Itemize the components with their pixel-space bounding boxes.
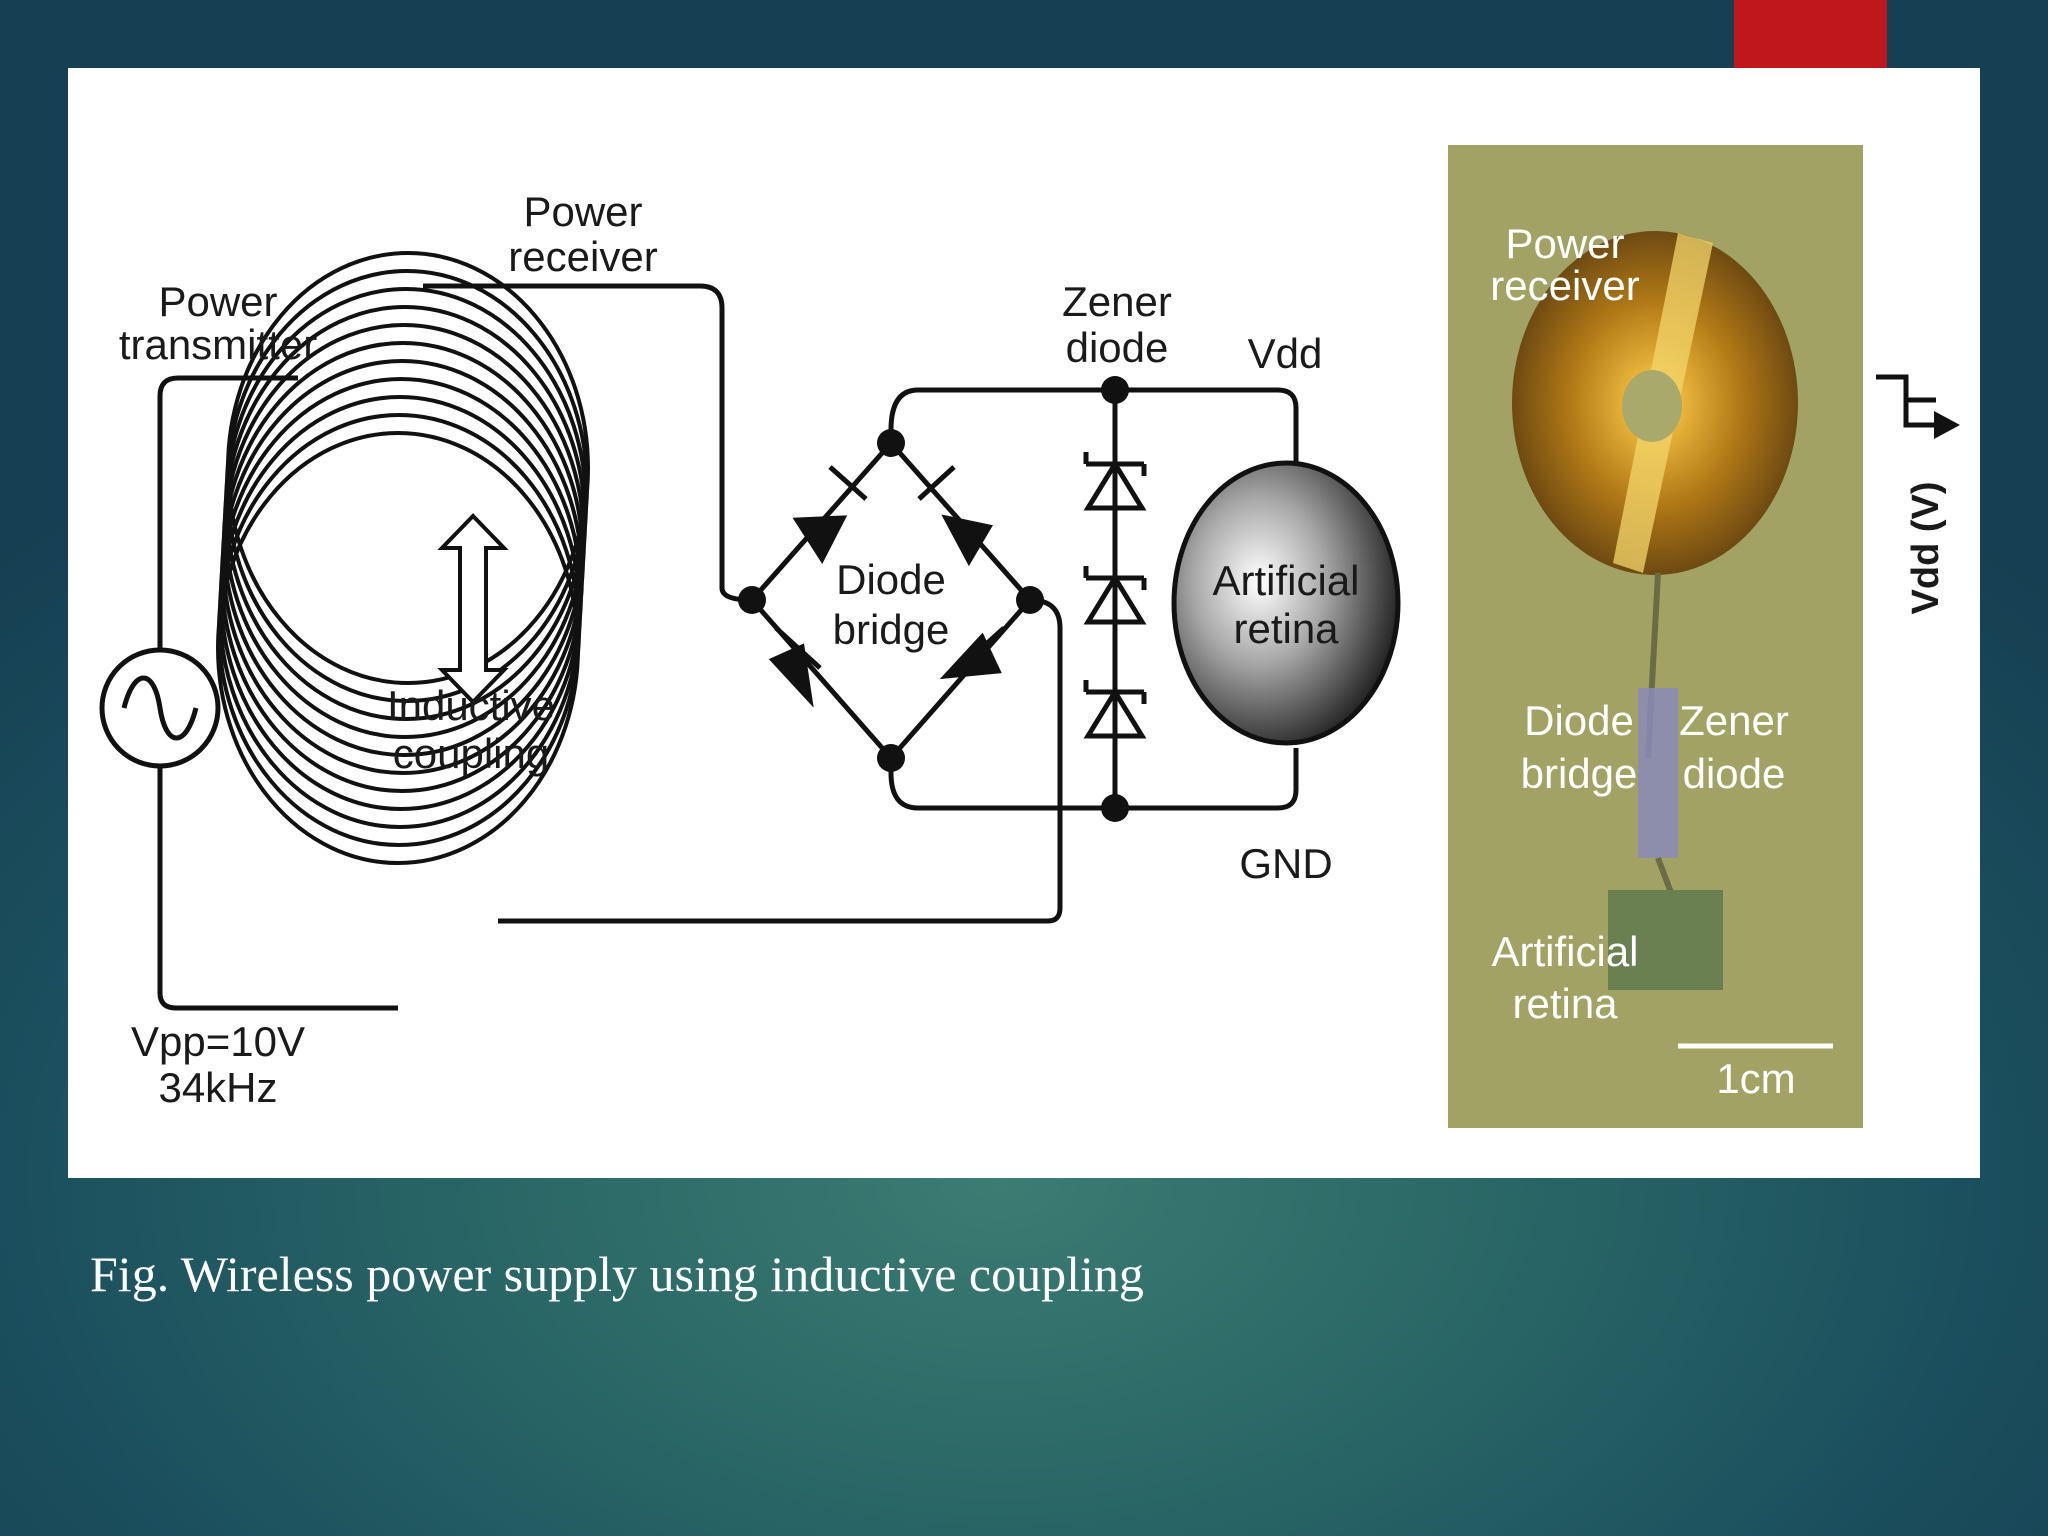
svg-text:bridge: bridge xyxy=(833,606,950,653)
svg-text:Power: Power xyxy=(1505,220,1624,267)
svg-text:Inductive: Inductive xyxy=(387,682,555,729)
svg-text:34kHz: 34kHz xyxy=(158,1064,277,1111)
svg-text:diode: diode xyxy=(1066,324,1169,371)
svg-text:Artificial: Artificial xyxy=(1491,928,1638,975)
svg-text:receiver: receiver xyxy=(508,233,657,280)
vdd-axis-fragment: Vdd (V) xyxy=(1876,374,1960,615)
svg-text:coupling: coupling xyxy=(393,730,549,777)
label-inductive-coupling: Inductive coupling xyxy=(387,682,555,777)
svg-text:diode: diode xyxy=(1683,750,1786,797)
photo-diode-chip xyxy=(1638,688,1678,858)
photo-label-power-receiver: Power receiver xyxy=(1490,220,1639,309)
label-artificial-retina: Artificial retina xyxy=(1212,557,1359,652)
svg-text:Power: Power xyxy=(158,278,277,325)
photo-receiver-coil xyxy=(1512,231,1798,575)
label-zener-diode: Zener diode xyxy=(1062,278,1172,371)
label-power-transmitter: Power transmitter xyxy=(119,278,317,368)
svg-text:Vpp=10V: Vpp=10V xyxy=(131,1018,305,1065)
svg-text:Vdd (V): Vdd (V) xyxy=(1905,482,1947,615)
photo-retina-chip xyxy=(1608,890,1723,990)
label-source-spec: Vpp=10V 34kHz xyxy=(131,1018,305,1111)
svg-text:Power: Power xyxy=(523,188,642,235)
accent-bar xyxy=(1734,0,1887,68)
photo-scale-label: 1cm xyxy=(1716,1055,1795,1102)
svg-text:retina: retina xyxy=(1233,605,1339,652)
figure-caption: Fig. Wireless power supply using inducti… xyxy=(90,1246,1144,1302)
svg-text:Artificial: Artificial xyxy=(1212,557,1359,604)
label-power-receiver: Power receiver xyxy=(508,188,657,280)
svg-text:transmitter: transmitter xyxy=(119,321,317,368)
photo-label-artificial-retina: Artificial retina xyxy=(1491,928,1638,1027)
label-diode-bridge: Diode bridge xyxy=(833,556,950,653)
svg-text:Zener: Zener xyxy=(1062,278,1172,325)
diode-bridge xyxy=(738,429,1044,772)
svg-text:bridge: bridge xyxy=(1521,750,1638,797)
label-gnd: GND xyxy=(1239,840,1332,887)
svg-text:Diode: Diode xyxy=(836,556,946,603)
circuit-diagram: Power transmitter Power receiver Inducti… xyxy=(99,145,1960,1128)
artificial-retina-load xyxy=(1171,460,1401,746)
device-photo: Power receiver Diode bridge Zener diode … xyxy=(1448,145,1863,1128)
receiver-wire xyxy=(423,283,1063,924)
double-arrow-icon xyxy=(437,513,509,705)
junction-dots xyxy=(1101,376,1129,822)
label-vdd: Vdd xyxy=(1248,330,1323,377)
figure-panel: Power transmitter Power receiver Inducti… xyxy=(68,68,1980,1178)
inductive-coil xyxy=(216,251,590,865)
zener-diode-stack xyxy=(1083,452,1147,739)
svg-text:Diode: Diode xyxy=(1524,697,1634,744)
ac-source-icon xyxy=(99,647,221,769)
transmitter-wire xyxy=(157,375,398,1011)
svg-text:Zener: Zener xyxy=(1679,697,1789,744)
svg-text:retina: retina xyxy=(1512,980,1618,1027)
svg-text:receiver: receiver xyxy=(1490,262,1639,309)
photo-label-diode-bridge: Diode bridge xyxy=(1521,697,1638,797)
photo-label-zener-diode: Zener diode xyxy=(1679,697,1789,797)
